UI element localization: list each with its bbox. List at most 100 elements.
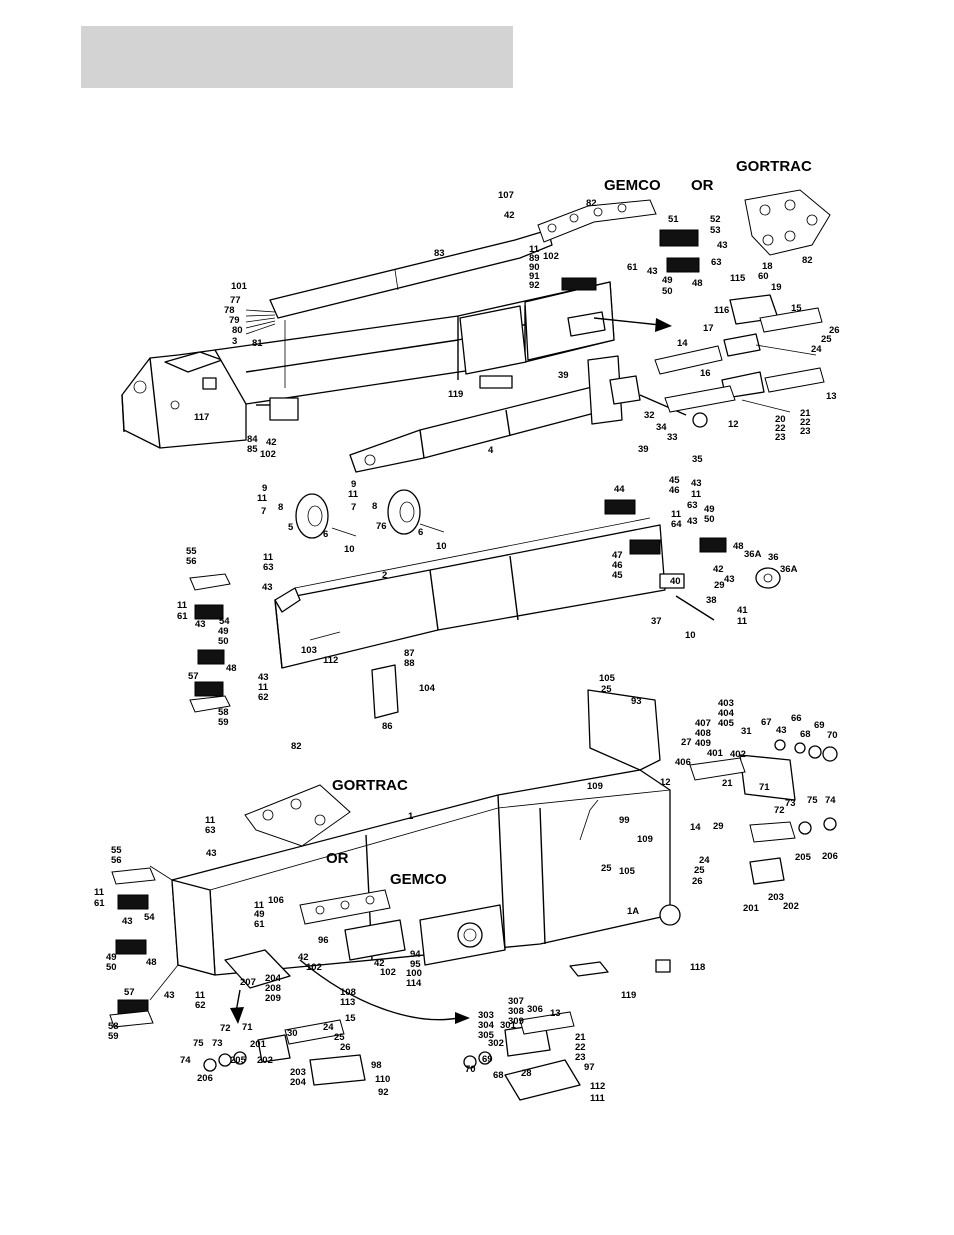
- part-callout: 201: [250, 1039, 267, 1050]
- part-callout: 107: [498, 190, 514, 201]
- part-callout: 38: [706, 595, 717, 606]
- part-callout: 96: [318, 935, 329, 946]
- part-callout: 62: [195, 1000, 206, 1011]
- part-callout: 105: [619, 866, 636, 877]
- part-callout: 53: [710, 225, 721, 236]
- part-callout: 409: [695, 738, 711, 749]
- part-callout: 85: [247, 444, 258, 455]
- bottom-right-mechanism: [463, 1011, 581, 1101]
- part-callout: 119: [621, 990, 636, 1001]
- part-callout: 207: [240, 977, 256, 988]
- part-callout: 4: [488, 445, 494, 456]
- part-callout: 3: [232, 336, 237, 347]
- sheaves: [295, 489, 445, 539]
- part-callout: 81: [252, 338, 263, 349]
- part-callout: 70: [465, 1064, 476, 1075]
- part-callout: 15: [345, 1013, 356, 1024]
- part-callout: 61: [254, 919, 265, 930]
- part-callout: 6: [323, 529, 328, 540]
- part-callout: 69: [482, 1054, 493, 1065]
- part-callout: 72: [774, 805, 785, 816]
- part-callout: 13: [550, 1008, 561, 1019]
- part-callout: 49: [218, 626, 229, 637]
- part-callout: 94: [410, 949, 421, 960]
- part-callout: 42: [266, 437, 277, 448]
- part-callout: 204: [265, 973, 282, 984]
- part-callout: 109: [587, 781, 603, 792]
- part-callout: 34: [656, 422, 667, 433]
- part-callout: 43: [717, 240, 728, 251]
- part-callout: 43: [206, 848, 217, 859]
- part-callout: 209: [265, 993, 281, 1004]
- part-callout: 22: [800, 417, 811, 428]
- part-callout: 7: [261, 506, 266, 517]
- part-callout: 83: [434, 248, 445, 259]
- part-callout: 43: [724, 574, 735, 585]
- part-callout: 50: [106, 962, 117, 973]
- part-callout: 44: [614, 484, 625, 495]
- part-callout: 24: [699, 855, 710, 866]
- part-callout: 52: [710, 214, 721, 225]
- part-callout: 103: [301, 645, 317, 656]
- part-callout: 102: [260, 449, 276, 460]
- part-callout: 405: [718, 718, 735, 729]
- part-callout: 49: [254, 909, 265, 920]
- part-callout: 64: [671, 519, 682, 530]
- part-callout: 11: [529, 244, 540, 255]
- boom-section-2: [274, 517, 781, 719]
- part-callout: 10: [685, 630, 696, 641]
- gortrac-chain-bottom: [244, 784, 351, 847]
- part-callout: 306: [527, 1004, 543, 1015]
- part-callout: 80: [232, 325, 243, 336]
- part-callout: 70: [827, 730, 838, 741]
- part-callout: 205: [795, 852, 812, 863]
- part-callout: 30: [287, 1028, 298, 1039]
- part-callout: 63: [711, 257, 722, 268]
- part-callout: 25: [694, 865, 705, 876]
- part-callout: 20: [775, 414, 786, 425]
- part-callout: 32: [644, 410, 655, 421]
- part-callout: 12: [660, 777, 671, 788]
- boom-section-1: [171, 689, 681, 1024]
- part-callout: 69: [814, 720, 825, 731]
- part-callout: 116: [714, 305, 729, 316]
- part-callout: 2: [382, 570, 387, 581]
- part-callout: 11: [348, 489, 359, 500]
- hydraulic-cylinder-4: [349, 355, 708, 473]
- part-callout: 205: [230, 1055, 247, 1066]
- part-callout: 11: [257, 493, 268, 504]
- part-callout: 51: [668, 214, 679, 225]
- part-callout: 11: [737, 616, 748, 627]
- part-callout: 39: [558, 370, 569, 381]
- part-callout: 201: [743, 903, 760, 914]
- part-callout: 403: [718, 698, 734, 709]
- label-gemco-top: GEMCO: [604, 177, 661, 194]
- part-callout: 7: [351, 502, 356, 513]
- part-callout: 92: [378, 1087, 389, 1098]
- part-callout: 5: [288, 522, 294, 533]
- part-callout: 82: [802, 255, 813, 266]
- part-callout: 49: [662, 275, 673, 286]
- part-callout: 84: [247, 434, 258, 445]
- part-callout: 17: [703, 323, 714, 334]
- wear-pad-51: [659, 229, 699, 247]
- part-callout: 104: [419, 683, 436, 694]
- part-callout: 8: [278, 502, 283, 513]
- part-callout: 71: [242, 1022, 253, 1033]
- part-callout: 87: [404, 648, 415, 659]
- part-callout: 24: [811, 344, 822, 355]
- part-callout: 36A: [744, 549, 762, 560]
- part-callout: 58: [108, 1021, 119, 1032]
- part-callout: 45: [669, 475, 680, 486]
- wear-pad-54-mid: [194, 604, 224, 620]
- part-callout: 45: [612, 570, 623, 581]
- part-callout: 110: [375, 1074, 390, 1085]
- part-callout: 25: [601, 684, 612, 695]
- part-callout: 50: [704, 514, 715, 525]
- part-callout: 76: [376, 521, 387, 532]
- wear-pad-57-mid: [194, 681, 224, 697]
- part-callout: 41: [737, 605, 748, 616]
- part-callout: 43: [164, 990, 175, 1001]
- part-callout: 46: [669, 485, 680, 496]
